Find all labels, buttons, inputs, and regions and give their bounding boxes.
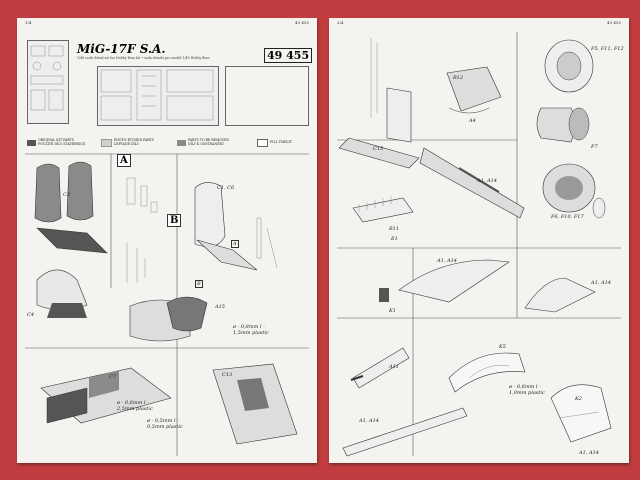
- note-rod-4: ø - 0,6mm l - 1,0mm plastic: [509, 384, 545, 396]
- left-instruction-page: 1/4 49 455 MiG-17F S.A. 1/48 scale detai…: [17, 18, 317, 463]
- label-f6: F6, F10, F17: [551, 214, 584, 220]
- label-a1a14-3: A1, A14: [591, 280, 611, 286]
- label-a1a14-1: A1, A14: [477, 178, 497, 184]
- label-a1a14-4: A1, A14: [359, 418, 379, 424]
- label-c1c6: C1, C6: [217, 185, 235, 191]
- label-b11: B11: [389, 226, 400, 232]
- fret-drawing-2: [100, 69, 214, 121]
- left-corner-number: 49 455: [295, 20, 309, 25]
- step-a-badge: A: [117, 154, 131, 167]
- label-a11: A11: [389, 364, 399, 370]
- kit-title: MiG-17F S.A.: [77, 42, 166, 56]
- label-f7: F7: [591, 144, 598, 150]
- label-k5: K5: [499, 344, 506, 350]
- label-b-small: B: [195, 280, 203, 288]
- swatch-fill: [257, 138, 268, 147]
- label-c4: C4: [27, 312, 35, 318]
- legend-pe-parts: PHOTO-ETCHED PARTS LEPTANÉ DÍLY: [101, 136, 162, 149]
- label-a1a14-2: A1, A14: [437, 258, 457, 264]
- left-panels-drawing: [25, 153, 309, 456]
- label-k2: K2: [575, 396, 582, 402]
- label-c15: C15: [373, 146, 384, 152]
- label-a4: A4: [469, 118, 476, 124]
- label-a1a14-5: A1, A14: [579, 450, 599, 456]
- right-corner-number: 49 455: [607, 20, 621, 25]
- swatch-kit-parts: [27, 139, 36, 146]
- label-e1: E1: [391, 236, 398, 242]
- label-c13: C13: [222, 372, 233, 378]
- note-rod-3: ø - 0,8mm l - 1,5mm plastic: [233, 324, 269, 336]
- label-f5f11f12: F5, F11, F12: [591, 46, 624, 52]
- label-k1: K1: [389, 308, 396, 314]
- note-rod-2: ø - 0,5mm l - 0,5mm plastic: [147, 418, 183, 430]
- label-c3: C3: [63, 192, 71, 198]
- swatch-remove: [177, 139, 186, 146]
- label-a15: A15: [215, 304, 225, 310]
- label-a-small: A: [231, 240, 239, 248]
- label-c7: C7: [109, 374, 117, 380]
- kit-code: 49 455: [264, 48, 313, 63]
- symbol-legend-box: [225, 66, 309, 126]
- swatch-pe-parts: [101, 138, 112, 147]
- label-b12: B12: [453, 75, 464, 81]
- legend-fill: FILL TMELIT: [257, 136, 300, 149]
- right-instruction-page: 2/4 49 455: [329, 18, 629, 463]
- fret-drawing-1: [30, 45, 64, 111]
- right-panels-drawing: [337, 32, 621, 457]
- note-rod-1: ø - 0,6mm l - 2,5mm plastic: [117, 400, 153, 412]
- step-b-badge: B: [167, 214, 182, 227]
- left-page-number: 1/4: [25, 20, 32, 25]
- right-page-number: 2/4: [337, 20, 344, 25]
- kit-subtitle: 1/48 scale detail set for Hobby Boss kit…: [77, 56, 210, 60]
- legend-kit-parts: ORIGINAL KIT PARTS POUŽITÉ DÍLY STAVEBNI…: [27, 136, 86, 149]
- legend-remove-parts: PARTS TO BE REMOVED DÍLY K ODSTRANĚNÍ: [177, 136, 236, 149]
